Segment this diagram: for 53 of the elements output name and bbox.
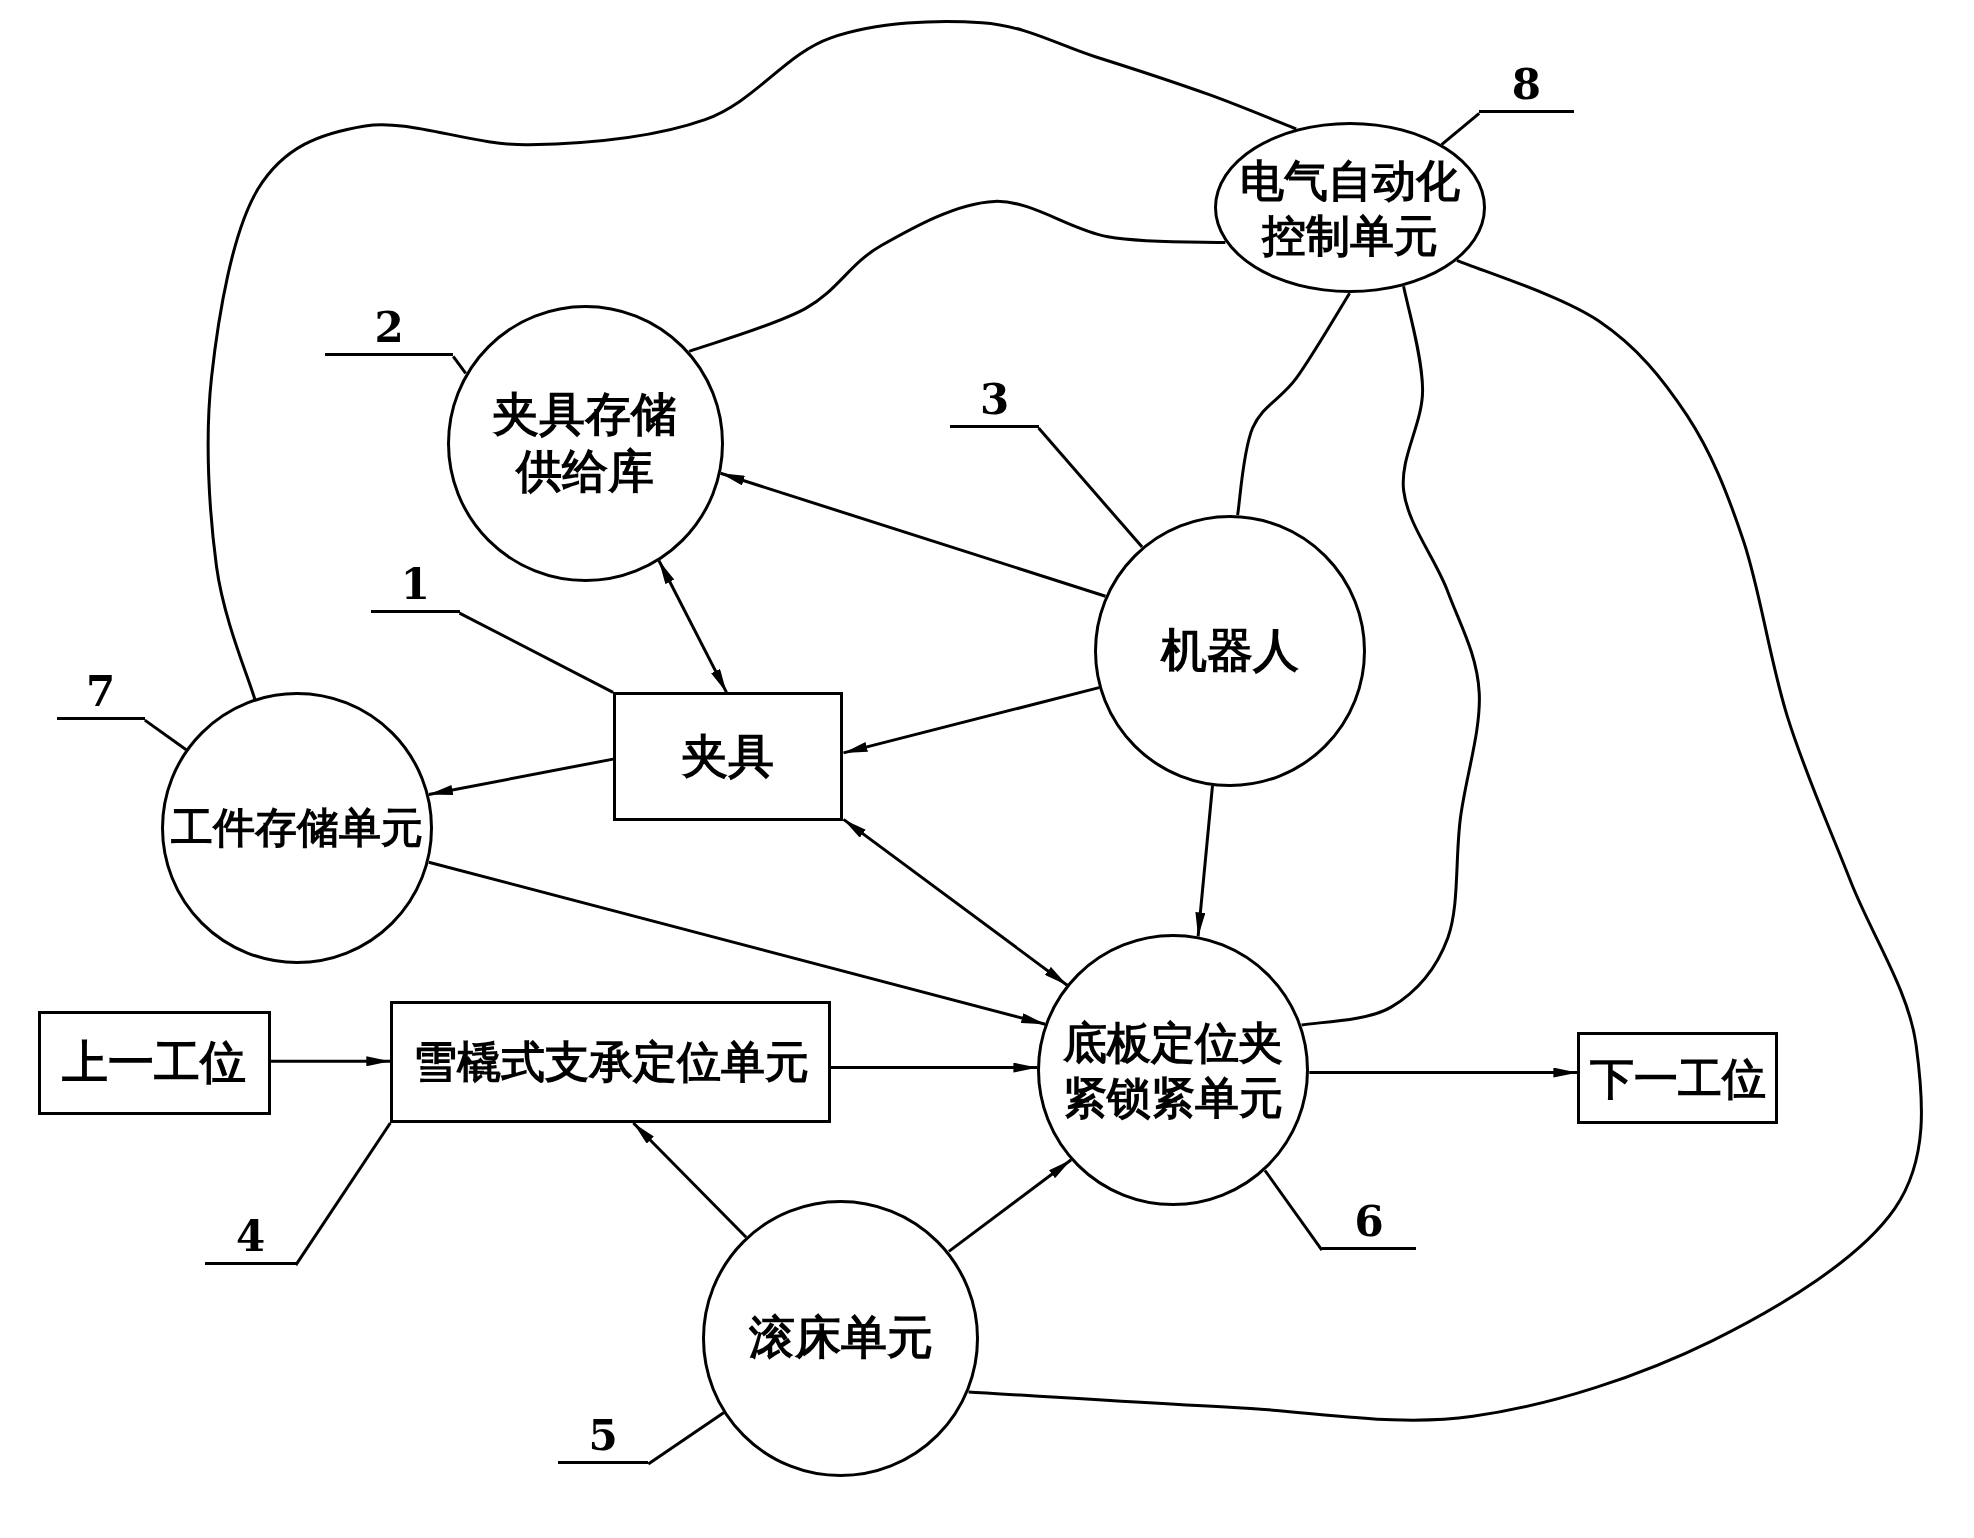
arrow [948,1158,1073,1253]
process-box [37,1010,271,1116]
node-label: 机器人 [1160,622,1299,680]
node-label: 电气自动化控制单元 [1238,153,1461,263]
arrow [657,559,728,694]
arrow [842,818,1069,987]
callout-number: 7 [56,673,145,721]
node-label: 夹具 [682,727,775,785]
process-box [613,692,844,821]
leader-line [1037,427,1144,549]
arrow [720,471,1106,598]
callout-number: 2 [324,308,454,357]
connection-line [206,20,1297,700]
leader-line [458,611,614,694]
leader-line [1440,112,1481,146]
process-circle [446,304,724,582]
node-label: 雪橇式支承定位单元 [412,1035,809,1090]
node-label: 工件存储单元 [171,802,424,855]
process-ellipse [1213,122,1486,294]
arrow [1195,785,1214,937]
connection-line [688,199,1226,353]
leader-line [294,1122,392,1267]
process-circle [161,692,434,965]
connection-line [968,258,1923,1422]
leader-line [452,355,467,375]
callout-number: 5 [557,1416,649,1465]
arrow [632,1121,748,1239]
callout-number: 6 [1321,1202,1417,1251]
node-label: 下一工位 [1589,1051,1766,1106]
connection-line [1301,285,1481,1027]
arrow [830,1062,1038,1073]
arrow [1309,1067,1578,1078]
callout-number: 8 [1479,65,1574,114]
process-box [390,1000,831,1123]
process-box [1577,1032,1778,1125]
leader-line [143,718,188,751]
process-circle [1037,934,1310,1207]
process-circle [1094,514,1366,787]
leader-line [1263,1169,1324,1251]
node-label: 夹具存储供给库 [491,385,679,501]
connection-line [1236,292,1351,516]
leader-line [647,1411,725,1466]
callout-number: 4 [205,1217,296,1266]
arrow [270,1056,391,1067]
callout-number: 3 [950,380,1039,428]
arrow [428,860,1046,1026]
arrow [428,757,614,796]
process-circle [702,1199,980,1477]
callout-number: 1 [371,566,460,614]
node-label: 上一工位 [62,1034,247,1092]
node-label: 底板定位夹紧锁紧单元 [1062,1016,1285,1126]
arrow [843,686,1100,755]
node-label: 滚床单元 [748,1309,933,1367]
